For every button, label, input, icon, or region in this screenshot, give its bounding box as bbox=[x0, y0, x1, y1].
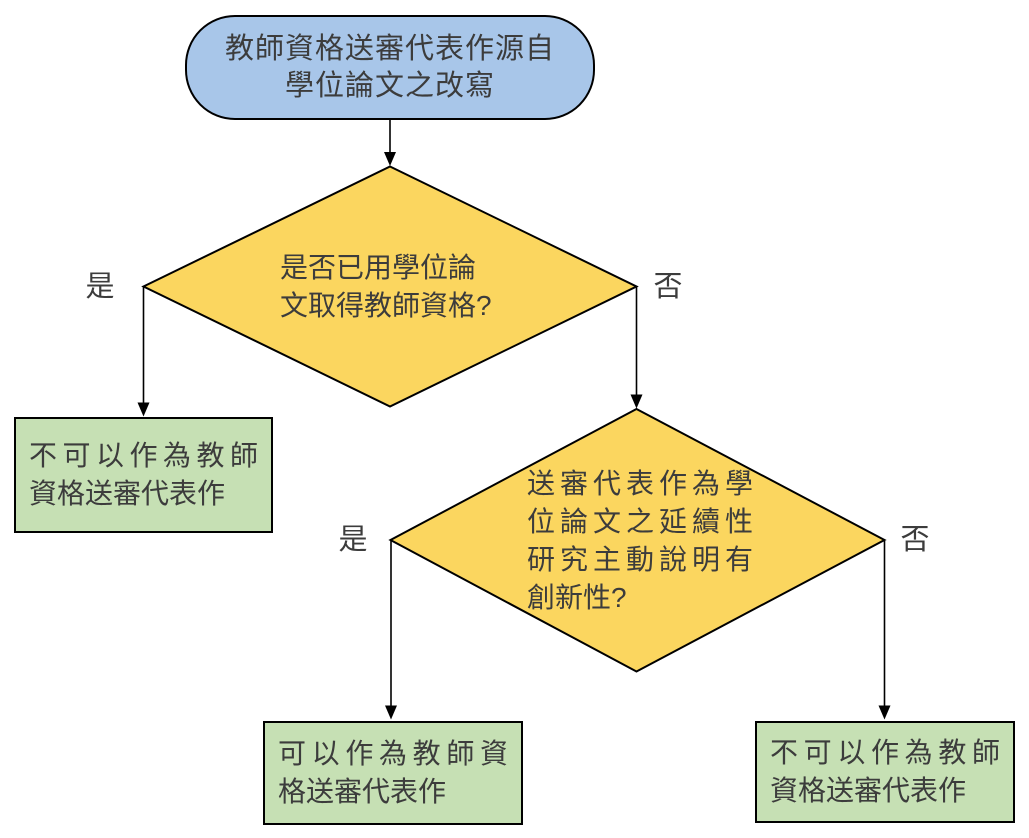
arrowhead-decision1-no bbox=[630, 394, 643, 409]
start-node-text-line: 學位論文之改寫 bbox=[284, 69, 495, 102]
decision2-text-line: 研究主動說明有 bbox=[527, 544, 753, 575]
arrowhead-decision1-yes bbox=[137, 402, 150, 417]
decision1-no-label: 否 bbox=[653, 271, 683, 303]
decision2-diamond bbox=[388, 407, 887, 673]
decision1-yes-label: 是 bbox=[85, 271, 115, 303]
arrowhead-decision2-yes bbox=[385, 705, 397, 720]
result-right-node: 不可以作為教師 資格送審代表作 bbox=[755, 721, 1015, 823]
decision2-yes-label: 是 bbox=[338, 524, 368, 556]
result-middle-node: 可以作為教師資 格送審代表作 bbox=[263, 721, 523, 825]
result-middle-text-line: 可以作為教師資 bbox=[278, 738, 508, 769]
result-middle-text-line: 格送審代表作 bbox=[278, 776, 447, 807]
decision2-text-line: 送審代表作為學 bbox=[527, 468, 753, 499]
arrowhead-decision2-no bbox=[878, 705, 891, 720]
result-left-text-line: 不可以作為教師 bbox=[29, 440, 258, 471]
arrowhead-start-to-decision1 bbox=[384, 152, 396, 166]
decision2-text-line: 創新性? bbox=[527, 582, 627, 613]
decision2-text: 送審代表作為學 位論文之延續性 研究主動說明有 創新性? bbox=[527, 465, 753, 617]
result-right-text-line: 資格送審代表作 bbox=[770, 775, 967, 806]
decision2-no-label: 否 bbox=[900, 524, 930, 556]
start-node-text-line: 教師資格送審代表作源自 bbox=[224, 32, 555, 65]
decision1-text-line: 是否已用學位論 bbox=[280, 252, 477, 283]
result-left-text-line: 資格送審代表作 bbox=[29, 478, 226, 509]
decision2-text-line: 位論文之延續性 bbox=[527, 506, 753, 537]
decision1-text: 是否已用學位論 文取得教師資格? bbox=[280, 249, 516, 325]
result-left-node: 不可以作為教師 資格送審代表作 bbox=[14, 417, 273, 533]
decision1-text-line: 文取得教師資格? bbox=[280, 290, 492, 321]
result-right-text-line: 不可以作為教師 bbox=[770, 737, 1000, 768]
start-node: 教師資格送審代表作源自 學位論文之改寫 bbox=[185, 15, 595, 120]
decision1-diamond bbox=[141, 165, 639, 408]
